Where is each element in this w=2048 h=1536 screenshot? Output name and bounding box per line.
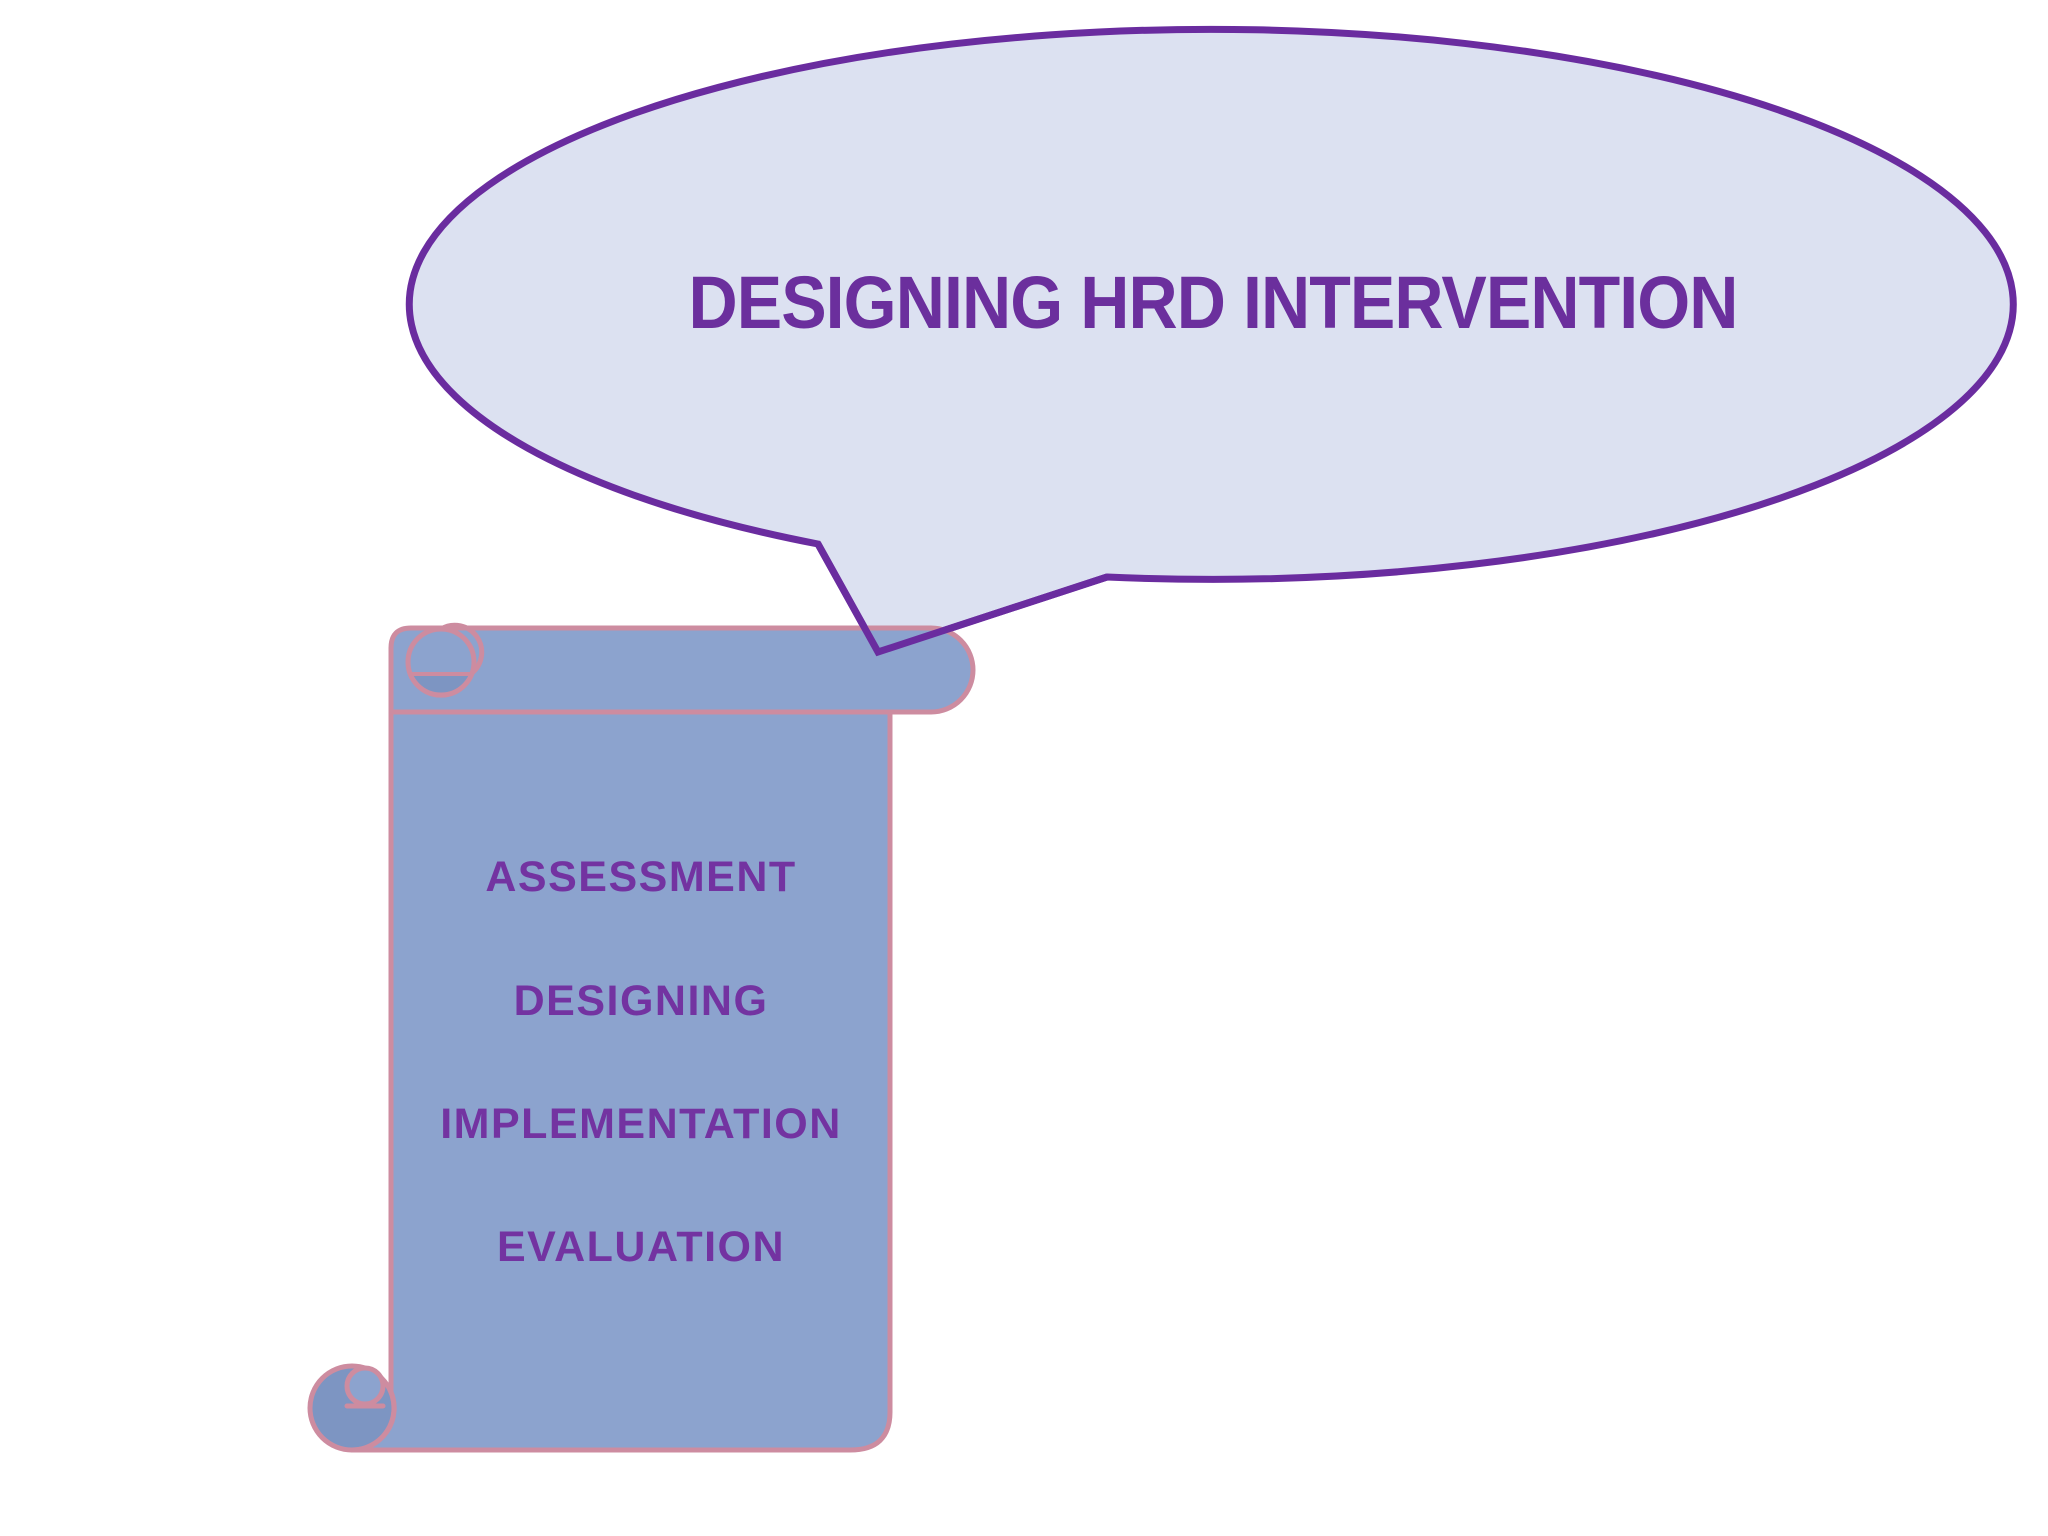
scroll-item-designing: DESIGNING	[513, 977, 769, 1025]
scroll-item-implementation: IMPLEMENTATION	[440, 1100, 842, 1148]
scroll-item-assessment: ASSESSMENT	[485, 853, 797, 901]
scroll-top-roll	[388, 625, 976, 715]
speech-bubble-tail-outline	[814, 542, 1109, 657]
speech-bubble-shape	[405, 25, 2017, 657]
scroll-bottom-curl-inner	[344, 1365, 386, 1407]
scroll-body	[349, 657, 893, 1453]
scroll-item-evaluation: EVALUATION	[496, 1223, 786, 1271]
callout-title: DESIGNING HRD INTERVENTION	[688, 261, 1738, 344]
scroll-top-curl-spiral	[439, 622, 485, 675]
